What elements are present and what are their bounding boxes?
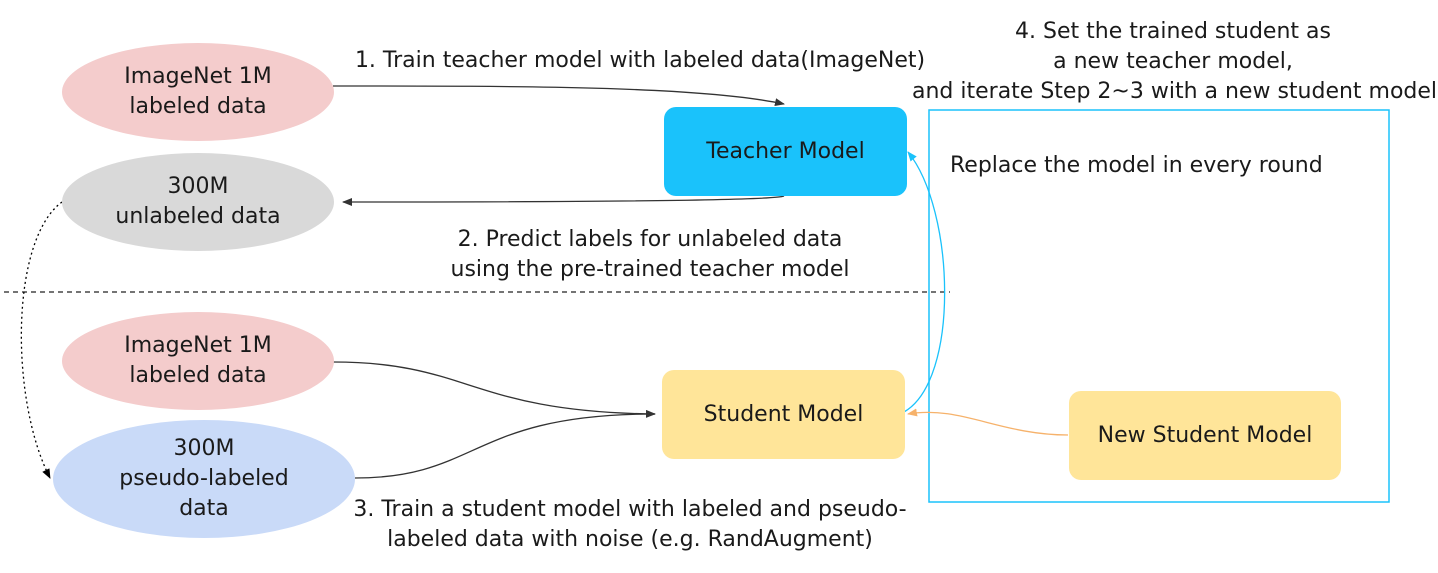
step3-label: 3. Train a student model with labeled an… (353, 497, 907, 552)
arrow-teacher-to-unlabeled (342, 195, 785, 206)
arrow-imagenet-to-student (332, 361, 656, 418)
student-model-node: Student Model (662, 370, 905, 459)
arrow-pseudo-to-student (354, 413, 656, 479)
arrow-imagenet-to-teacher (332, 85, 785, 107)
replace-model-label: Replace the model in every round (950, 153, 1323, 178)
step1-label: 1. Train teacher model with labeled data… (354, 48, 926, 73)
new-student-model-node: New Student Model (1069, 391, 1341, 480)
arrow-unlabeled-to-pseudo (20, 201, 63, 479)
arrow-student-to-teacher (903, 151, 946, 413)
teacher-model-node: Teacher Model (664, 107, 907, 196)
arrow-newstudent-to-student (907, 408, 1069, 436)
iteration-loop-box (928, 109, 1390, 503)
